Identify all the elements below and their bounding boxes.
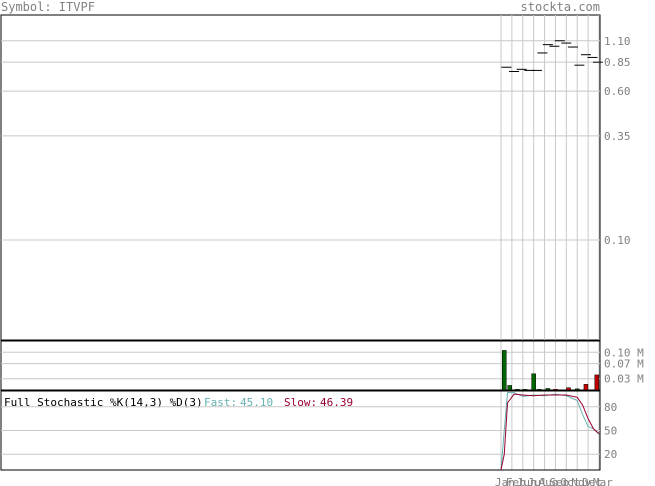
x-tick-label: Jan	[495, 476, 515, 486]
stochastic-title: Full Stochastic %K(14,3) %D(3)	[4, 396, 203, 409]
slow-stochastic-line	[500, 393, 600, 471]
x-tick-label: Dec	[582, 476, 602, 486]
price-frame	[0, 14, 601, 341]
stochastic-panel: Full Stochastic %K(14,3) %D(3) Fast: 45.…	[0, 390, 617, 486]
volume-bar	[502, 350, 507, 391]
price-tick-label: 1.10	[604, 35, 631, 48]
fast-label: Fast:	[204, 396, 237, 409]
fast-value: 45.10	[240, 396, 273, 409]
volume-bar	[515, 388, 520, 391]
x-tick-label: Oct	[560, 476, 580, 486]
volume-frame	[0, 340, 601, 391]
stochastic-tick-label: 20	[604, 448, 617, 461]
slow-label: Slow:	[284, 396, 317, 409]
volume-bar	[553, 388, 558, 391]
volume-bar	[536, 388, 542, 391]
x-tick-label: Nov	[571, 476, 591, 486]
volume-bar	[522, 388, 528, 391]
price-tick-label: 0.60	[604, 85, 631, 98]
x-tick-label: Jul	[528, 476, 548, 486]
slow-value: 46.39	[320, 396, 353, 409]
stochastic-tick-label: 50	[604, 425, 617, 438]
volume-bar	[583, 384, 589, 391]
site-name[interactable]: stockta.com	[520, 0, 600, 14]
volume-bar	[531, 373, 536, 391]
volume-bar	[574, 388, 580, 391]
volume-bar	[507, 385, 512, 391]
volume-tick-label: 0.10 M	[604, 346, 644, 359]
price-tick-label: 0.85	[604, 56, 631, 69]
volume-tick-label: 0.07 M	[604, 358, 644, 371]
volume-bar	[594, 374, 600, 391]
x-tick-label: Aug	[539, 476, 559, 486]
price-tick-label: 0.10	[604, 234, 631, 247]
symbol-label: Symbol: ITVPF	[1, 0, 95, 14]
volume-bar	[566, 387, 571, 391]
x-tick-label: Feb	[506, 476, 526, 486]
x-tick-label: Mar	[593, 476, 613, 486]
stochastic-tick-label: 80	[604, 401, 617, 414]
x-tick-label: Jun	[517, 476, 537, 486]
volume-panel: 0.10 M0.07 M 0.03 M	[0, 340, 644, 391]
price-tick-label: 0.35	[604, 130, 631, 143]
volume-tick-label: 0.03 M	[604, 373, 644, 386]
price-panel: 1.10 0.85 0.60 0.35 0.10	[0, 14, 631, 470]
x-tick-label: Sep	[549, 476, 569, 486]
volume-bar	[545, 388, 551, 391]
fast-stochastic-line	[500, 392, 600, 471]
